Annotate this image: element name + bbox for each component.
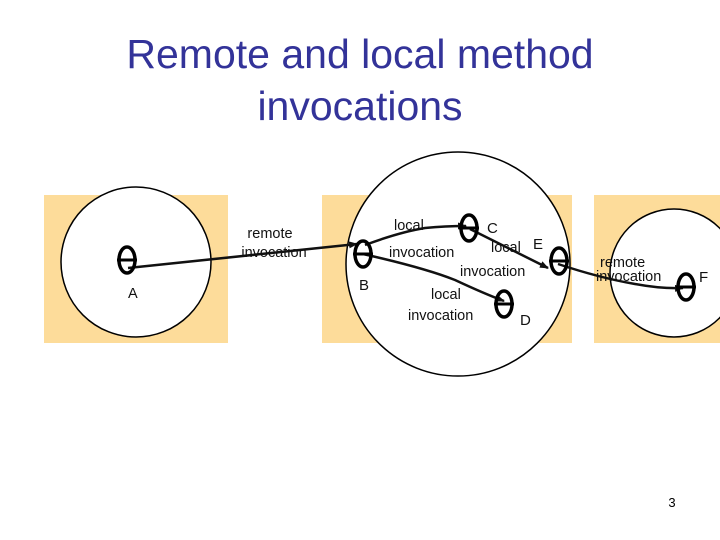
label-local-invocation-bc-line-1: local xyxy=(394,218,424,234)
label-local-invocation-bd-line-2: invocation xyxy=(408,308,473,324)
label-local-invocation-bc-line-2: invocation xyxy=(389,245,454,261)
object-f-glyph xyxy=(676,272,696,302)
label-local-invocation-ce-line-1: local xyxy=(491,240,521,256)
object-label-e: E xyxy=(533,236,543,253)
label-local-invocation-bc: local invocation xyxy=(389,218,454,261)
label-local-invocation-ce-line-2: invocation xyxy=(460,264,525,280)
object-a-glyph xyxy=(117,245,137,275)
object-e-glyph xyxy=(549,246,569,276)
label-remote-invocation-2-line-2: invocation xyxy=(596,269,661,285)
arrow-c-to-e xyxy=(469,227,549,270)
arrow-b-to-d xyxy=(362,252,505,303)
label-remote-invocation-2: remote invocation xyxy=(596,255,661,285)
object-label-c: C xyxy=(487,220,498,237)
label-remote-invocation-1-line-1: remote xyxy=(247,226,292,242)
host-circle-middle xyxy=(345,151,571,377)
label-remote-invocation-2-line-1: remote xyxy=(600,255,645,271)
title-line-2: invocations xyxy=(257,83,463,129)
object-d-glyph xyxy=(494,289,514,319)
label-local-invocation-bd-line-1: local xyxy=(431,287,461,303)
object-label-b: B xyxy=(359,277,369,294)
title-line-1: Remote and local method xyxy=(126,31,594,77)
slide-title: Remote and local method invocations xyxy=(60,28,660,132)
object-c-glyph xyxy=(459,213,479,243)
object-label-f: F xyxy=(699,269,708,286)
label-local-invocation-ce: local invocation xyxy=(460,240,525,280)
object-label-d: D xyxy=(520,312,531,329)
arrow-a-to-b xyxy=(127,241,358,270)
label-remote-invocation-1: remote invocation xyxy=(241,226,306,261)
label-local-invocation-bd: local invocation xyxy=(408,287,473,324)
object-b-glyph xyxy=(353,239,373,269)
page-number: 3 xyxy=(668,495,676,510)
host-circle-right xyxy=(609,208,720,338)
arrow-b-to-c xyxy=(364,222,467,247)
label-remote-invocation-1-line-2: invocation xyxy=(241,245,306,261)
arrow-e-to-f xyxy=(557,262,684,292)
object-label-a: A xyxy=(128,286,138,302)
